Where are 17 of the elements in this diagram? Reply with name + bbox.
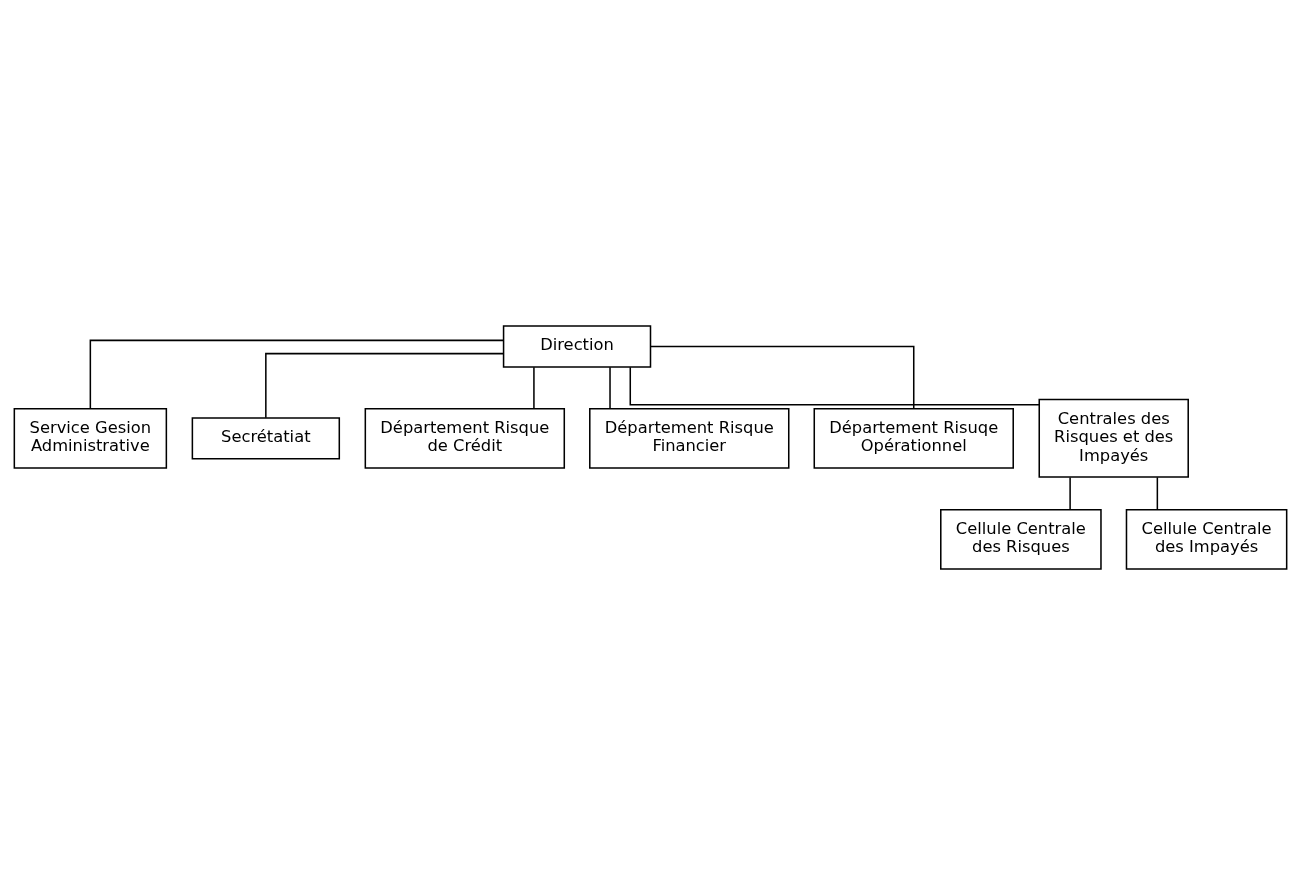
connector xyxy=(629,366,1040,406)
node-box: Direction xyxy=(502,325,652,368)
connector xyxy=(1069,476,1071,511)
connector xyxy=(89,339,505,410)
node-box: Service Gesion Administrative xyxy=(13,407,168,469)
node-box: Cellule Centrale des Impayés xyxy=(1125,508,1288,570)
connector xyxy=(1156,476,1159,511)
connector xyxy=(533,366,535,410)
node-box: Département Risque de Crédit xyxy=(364,407,566,469)
node-box: Cellule Centrale des Risques xyxy=(940,508,1102,570)
node-box: Centrales des Risques et des Impayés xyxy=(1038,398,1189,478)
connector xyxy=(649,345,915,409)
node-box: Secrétatiat xyxy=(191,417,341,460)
node-box: Département Risuqe Opérationnel xyxy=(813,407,1014,469)
node-box: Département Risque Financier xyxy=(589,407,790,469)
connector xyxy=(609,366,611,410)
connector xyxy=(265,352,505,419)
